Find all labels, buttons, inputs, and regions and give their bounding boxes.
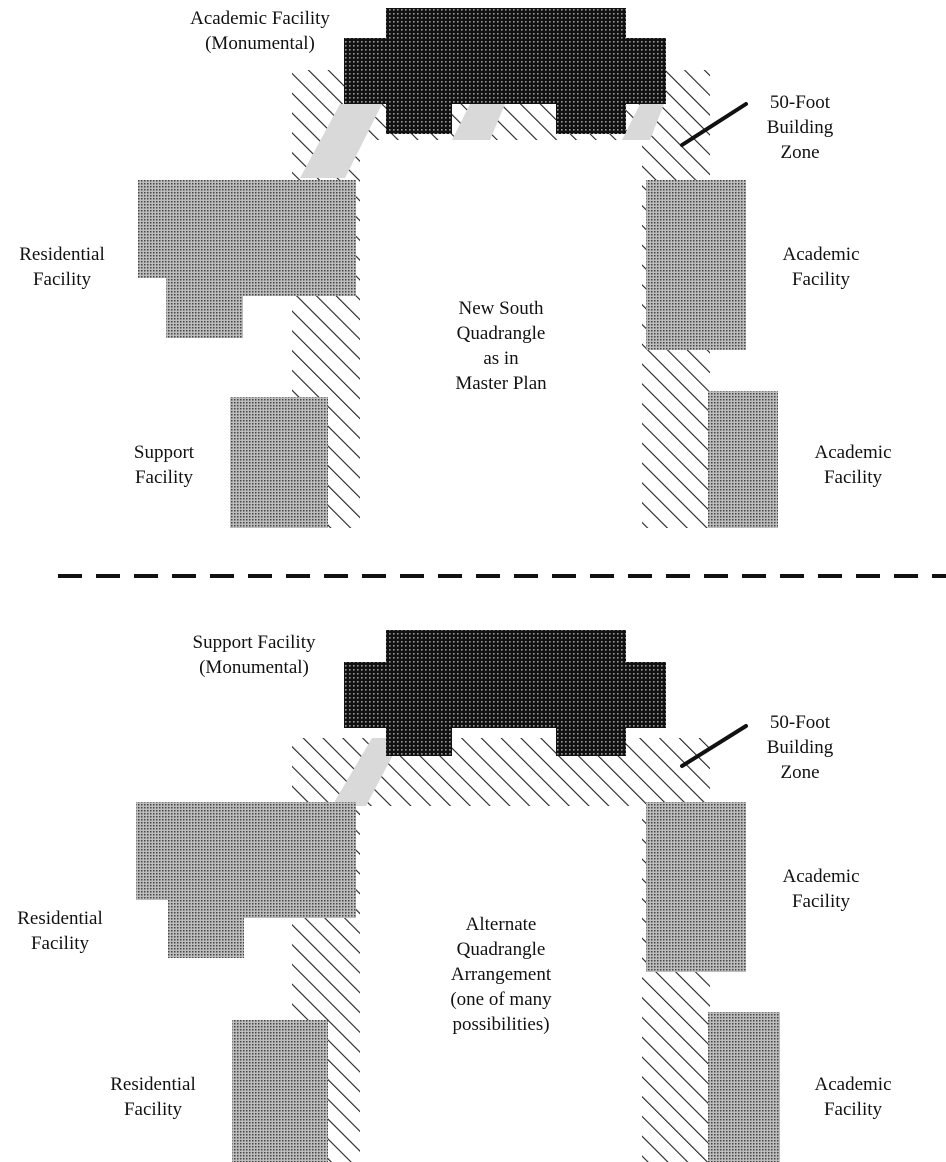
top-monumental-label-line2: (Monumental) bbox=[205, 33, 315, 54]
bottom-academic-right-upper-label: Academic Facility bbox=[766, 864, 876, 914]
top-quad-label: New South Quadrangle as in Master Plan bbox=[421, 296, 581, 396]
bottom-monumental-building bbox=[344, 630, 666, 756]
bottom-residential-upper-building bbox=[136, 802, 356, 958]
bottom-quad-label: Alternate Quadrangle Arrangement (one of… bbox=[421, 912, 581, 1037]
bottom-quad-label-line1: Alternate bbox=[465, 914, 537, 935]
bottom-residential-lower-label-line1: Residential bbox=[110, 1074, 196, 1095]
top-quad-label-line1: New South bbox=[458, 298, 544, 319]
top-monumental-label-line1: Academic Facility bbox=[190, 8, 330, 29]
top-monumental-label: Academic Facility (Monumental) bbox=[160, 6, 360, 56]
top-light-strip-mid bbox=[452, 104, 505, 140]
bottom-zone-label-line1: 50-Foot bbox=[769, 712, 831, 733]
top-quad-label-line3: as in bbox=[483, 348, 519, 369]
top-academic-right-upper-label: Academic Facility bbox=[766, 242, 876, 292]
top-academic-right-lower-label-line2: Facility bbox=[823, 467, 883, 488]
top-plan bbox=[138, 8, 778, 528]
top-quad-label-line2: Quadrangle bbox=[456, 323, 546, 344]
bottom-academic-right-upper-label-line2: Facility bbox=[791, 891, 851, 912]
bottom-zone-leader-line bbox=[680, 724, 748, 768]
bottom-quad-label-line2: Quadrangle bbox=[456, 939, 546, 960]
top-zone-label-line3: Zone bbox=[780, 142, 820, 163]
bottom-zone-label: 50-Foot Building Zone bbox=[750, 710, 850, 785]
top-residential-building bbox=[138, 180, 356, 338]
top-support-building bbox=[230, 397, 328, 528]
bottom-academic-right-lower-label: Academic Facility bbox=[798, 1072, 908, 1122]
top-zone-label-line1: 50-Foot bbox=[769, 92, 831, 113]
top-residential-label-line1: Residential bbox=[19, 244, 105, 265]
bottom-residential-upper-label: Residential Facility bbox=[0, 906, 120, 956]
top-residential-label-line2: Facility bbox=[32, 269, 92, 290]
bottom-monumental-label-line1: Support Facility bbox=[192, 632, 316, 653]
bottom-residential-lower-building bbox=[232, 1020, 328, 1162]
bottom-monumental-label: Support Facility (Monumental) bbox=[154, 630, 354, 680]
top-quad-label-line4: Master Plan bbox=[455, 373, 547, 394]
top-support-label-line2: Facility bbox=[134, 467, 194, 488]
top-academic-right-upper-label-line2: Facility bbox=[791, 269, 851, 290]
top-academic-right-lower-label-line1: Academic bbox=[814, 442, 892, 463]
top-zone-label-line2: Building bbox=[766, 117, 834, 138]
top-academic-right-lower-label: Academic Facility bbox=[798, 440, 908, 490]
bottom-zone-label-line2: Building bbox=[766, 737, 834, 758]
bottom-quad-label-line4: (one of many bbox=[450, 989, 552, 1010]
bottom-plan bbox=[136, 630, 780, 1162]
bottom-residential-upper-label-line1: Residential bbox=[17, 908, 103, 929]
top-support-label-line1: Support bbox=[133, 442, 195, 463]
top-residential-label: Residential Facility bbox=[0, 242, 124, 292]
top-support-label: Support Facility bbox=[112, 440, 216, 490]
bottom-academic-right-lower-label-line1: Academic bbox=[814, 1074, 892, 1095]
bottom-academic-right-upper bbox=[646, 802, 746, 972]
top-light-strip-left bbox=[300, 104, 382, 178]
bottom-light-strip-left bbox=[332, 738, 402, 806]
top-zone-leader-line bbox=[680, 102, 748, 147]
top-zone-label: 50-Foot Building Zone bbox=[750, 90, 850, 165]
top-academic-right-lower bbox=[708, 391, 778, 528]
top-academic-right-upper-label-line1: Academic bbox=[782, 244, 860, 265]
bottom-monumental-label-line2: (Monumental) bbox=[199, 657, 309, 678]
top-monumental-building bbox=[344, 8, 666, 134]
bottom-academic-right-upper-label-line1: Academic bbox=[782, 866, 860, 887]
bottom-quad-label-line5: possibilities) bbox=[452, 1014, 550, 1035]
bottom-building-zone bbox=[292, 738, 710, 1162]
bottom-academic-right-lower bbox=[708, 1012, 780, 1162]
bottom-quad-label-line3: Arrangement bbox=[450, 964, 552, 985]
bottom-residential-upper-label-line2: Facility bbox=[30, 933, 90, 954]
top-academic-right-upper bbox=[646, 180, 746, 350]
bottom-residential-lower-label: Residential Facility bbox=[92, 1072, 214, 1122]
bottom-residential-lower-label-line2: Facility bbox=[123, 1099, 183, 1120]
top-light-strip-right bbox=[622, 104, 664, 140]
bottom-zone-label-line3: Zone bbox=[780, 762, 820, 783]
bottom-academic-right-lower-label-line2: Facility bbox=[823, 1099, 883, 1120]
